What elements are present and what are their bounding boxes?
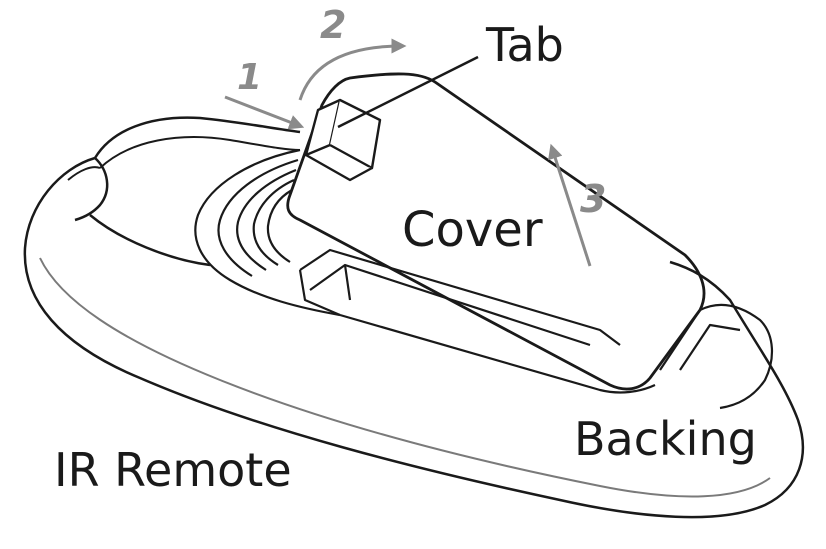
step-2-number: 2 [320,3,347,47]
step-1-number: 1 [237,57,263,98]
tab-leader-line [337,55,479,129]
ir-remote-label: IR Remote [54,443,292,497]
backing-shell [23,116,805,519]
step-3-arrow [548,143,592,267]
cover-plate [286,72,706,391]
step-1-arrow [224,95,305,130]
backing-label: Backing [574,412,757,466]
step-2-arrow [298,38,407,101]
battery-compartment [194,148,774,410]
cover-label: Cover [402,202,543,258]
tab-label: Tab [486,18,564,72]
cover-tab [304,98,382,182]
step-3-number: 3 [580,177,607,221]
